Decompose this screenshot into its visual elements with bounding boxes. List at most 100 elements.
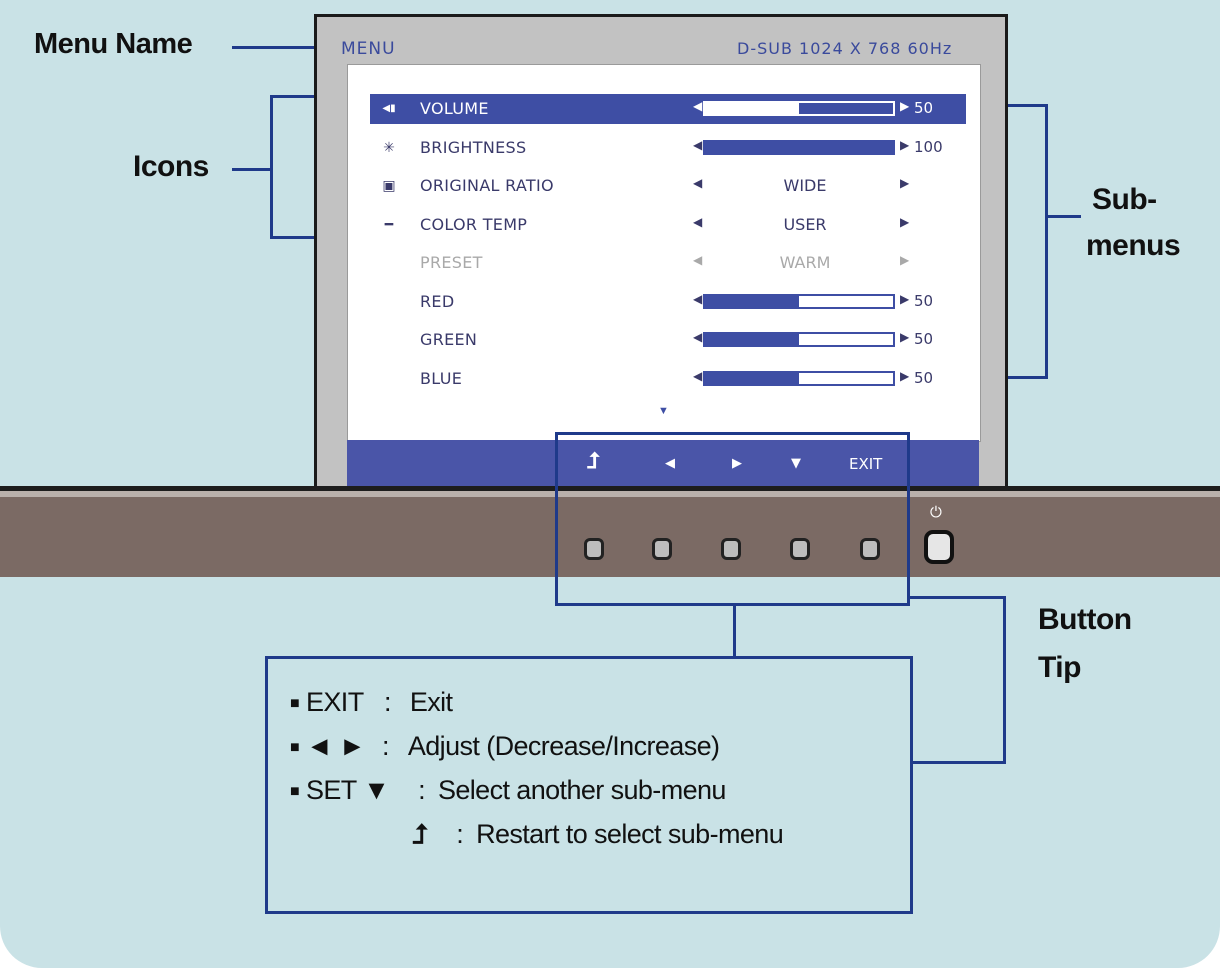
increase-arrow-icon: ▶ [900,176,910,190]
slider-fill [705,103,799,114]
right-arrow-icon: ▶ [732,456,742,471]
submenu-row-green[interactable]: GREEN◀50▶ [370,325,966,355]
slider-fill [705,372,799,384]
submenu-label: BLUE [420,368,463,388]
hw-set-button[interactable] [584,538,604,560]
hw-down-button[interactable] [790,538,810,560]
osd-screen: ◀▮VOLUME◀50▶✳BRIGHTNESS◀100▶▣ORIGINAL RA… [347,64,981,442]
submenu-label: ORIGINAL RATIO [420,176,554,195]
increase-arrow-icon: ▶ [900,253,910,267]
leader-icons-stub [232,168,272,171]
leader-icons-vert [270,95,273,239]
down-arrow-icon: ▼ [791,456,801,471]
option-value: WIDE [783,176,827,195]
submenu-row-brightness[interactable]: ✳BRIGHTNESS◀100▶ [370,133,966,163]
submenu-row-color-temp[interactable]: ━ COLOR TEMP ◀ USER ▶ [370,210,966,240]
slider-value: 50 [914,99,934,117]
button-tip-highlight [555,432,910,606]
callout-submenus-line1: Sub- [1092,183,1157,216]
leader-icons-top [270,95,314,98]
power-icon: ⏻ [930,504,942,521]
increase-arrow-icon: ▶ [900,99,910,113]
slider-value: 50 [914,330,934,348]
legend-exit-desc: Exit [409,687,453,717]
legend-row-restart: ⮥ : Restart to select sub-menu [412,819,784,851]
monitor-frame: MENU D-SUB 1024 X 768 60Hz ◀▮VOLUME◀50▶✳… [314,14,1008,490]
legend-restart-sep: : [456,819,464,849]
leader-menu-name [232,46,314,49]
option-value: USER [783,214,827,234]
decrease-arrow-icon: ◀ [693,253,703,267]
submenu-row-original-ratio[interactable]: ▣ ORIGINAL RATIO ◀ WIDE ▶ [370,171,966,201]
submenu-label: COLOR TEMP [420,214,528,234]
increase-arrow-icon: ▶ [900,291,910,306]
slider-fill [705,334,799,345]
callout-menu-name: Menu Name [34,28,193,60]
increase-arrow-icon: ▶ [900,368,910,383]
ratio-icon: ▣ [382,178,396,194]
leader-tip-right-top [908,596,1006,599]
level-slider [703,101,895,116]
submenu-row-red[interactable]: RED ◀ 50 ▶ [370,287,966,317]
leader-submenus-vert [1045,104,1048,379]
increase-arrow-icon: ▶ [900,137,910,152]
legend-set-sep: : [418,775,426,805]
submenu-label: RED [420,291,455,311]
leader-submenus-stub [1045,215,1081,218]
callout-submenus-line2: menus [1086,229,1181,262]
decrease-arrow-icon: ◀ [693,291,703,306]
legend-restart-key: ⮥ [412,819,428,849]
decrease-arrow-icon: ◀ [693,176,703,190]
bullet-icon: ■ [290,738,300,756]
hw-left-button[interactable] [652,538,672,560]
leader-tip-right-bottom [912,761,1006,764]
button-legend: ■ EXIT : Exit ■ ◄ ► : Adjust (Decrease/I… [265,656,913,914]
level-slider [703,370,895,386]
left-arrow-icon: ◀ [665,456,675,471]
osd-button-bar: ⮥ ◀ ▶ ▼ EXIT [347,440,979,490]
legend-row-adjust: ■ ◄ ► : Adjust (Decrease/Increase) [290,731,720,762]
submenu-row-preset[interactable]: PRESET◀WARM▶ [370,248,966,278]
power-button[interactable] [924,530,954,564]
slider-fill [705,141,893,153]
level-slider [703,139,895,155]
decrease-arrow-icon: ◀ [693,214,703,229]
legend-row-set: ■ SET ▼ : Select another sub-menu [290,775,726,806]
legend-adjust-key: ◄ ► [305,731,366,761]
leader-icons-bottom [270,236,314,239]
decrease-arrow-icon: ◀ [693,137,703,152]
leader-tip-right-vert [1003,596,1006,764]
brightness-icon: ✳ [383,139,395,156]
legend-set-desc: Select another sub-menu [437,775,726,805]
slider-fill [705,295,799,307]
color-temp-icon: ━ [384,216,394,233]
signal-info: D-SUB 1024 X 768 60Hz [737,39,953,58]
bullet-icon: ■ [290,694,300,712]
callout-button-tip-line2: Tip [1038,651,1081,684]
decrease-arrow-icon: ◀ [693,99,703,113]
monitor-bezel [0,491,1220,577]
more-down-icon: ▼ [658,405,669,417]
hw-right-button[interactable] [721,538,741,560]
hw-exit-button[interactable] [860,538,880,560]
legend-exit-sep: : [384,687,391,717]
leader-submenus-top [1008,104,1048,107]
bullet-icon: ■ [290,782,300,800]
level-slider [703,293,895,309]
increase-arrow-icon: ▶ [900,214,910,229]
submenu-row-volume[interactable]: ◀▮ VOLUME ◀ 50 ▶ [370,94,966,124]
bezel-edge [0,486,1220,491]
leader-tip-down [733,604,736,658]
submenu-label: GREEN [420,330,478,349]
submenu-row-blue[interactable]: BLUE◀50▶ [370,364,966,394]
set-icon: ⮥ [587,449,600,474]
slider-value: 100 [914,137,943,156]
volume-icon: ◀▮ [382,103,396,114]
slider-value: 50 [914,291,934,310]
exit-tip-label: EXIT [849,455,883,473]
option-value: WARM [779,253,831,272]
callout-button-tip-line1: Button [1038,603,1132,636]
legend-set-key: SET ▼ [305,775,390,805]
submenu-label: VOLUME [420,99,489,118]
